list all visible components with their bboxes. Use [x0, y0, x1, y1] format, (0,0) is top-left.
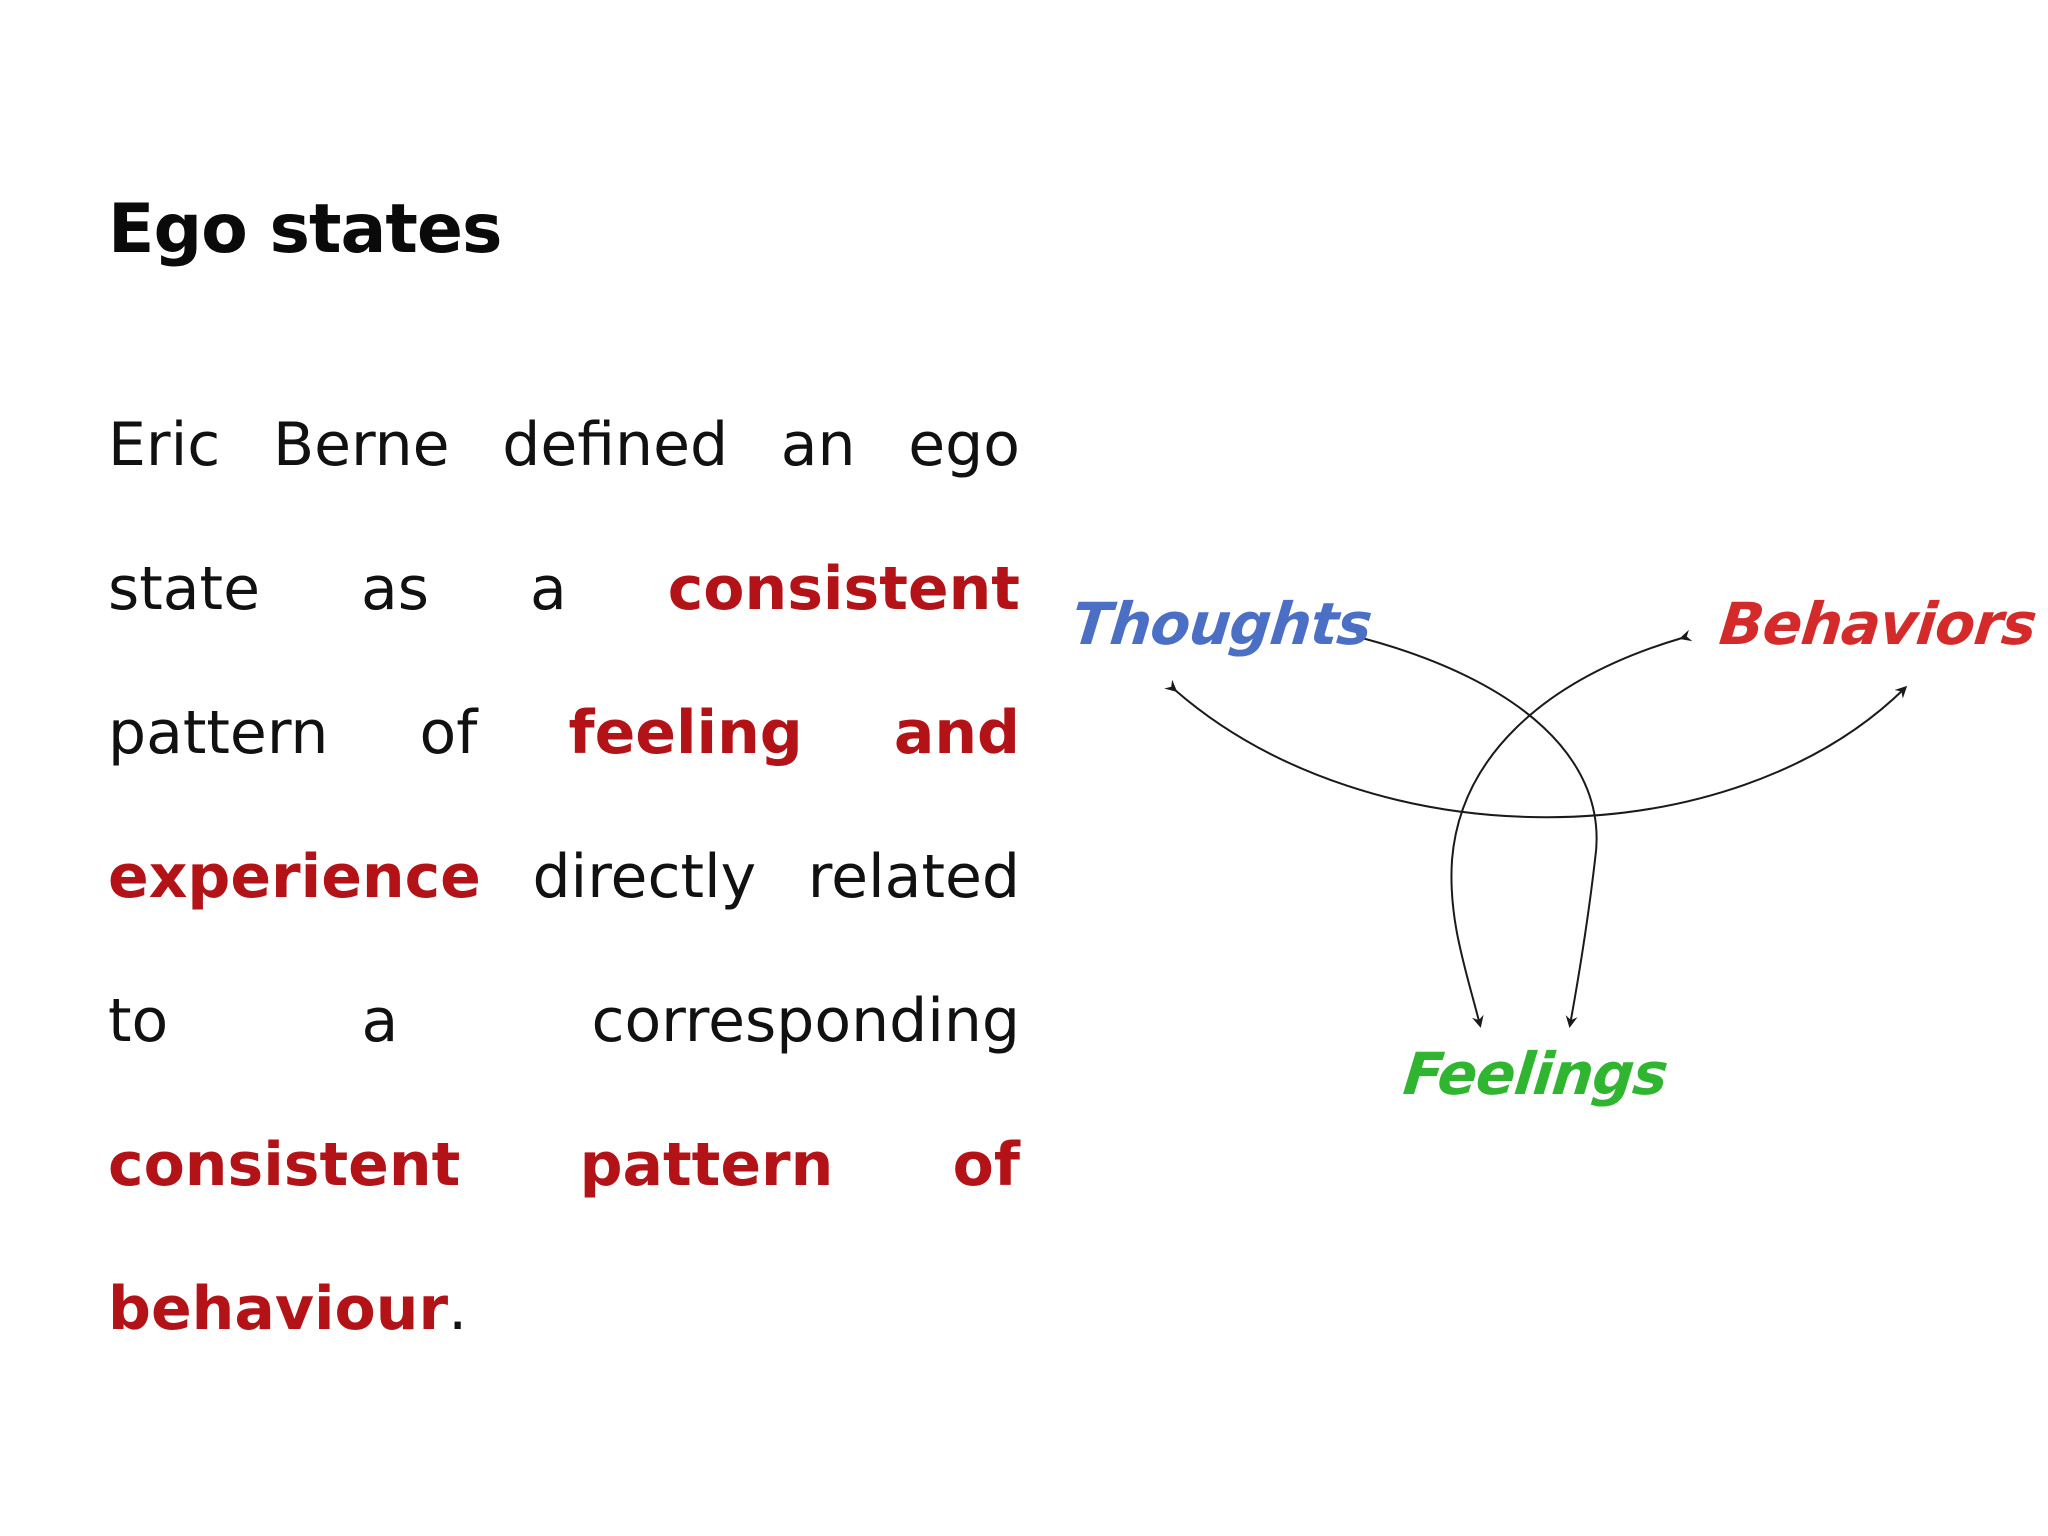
feelings-label: Feelings [1400, 1040, 1671, 1108]
highlighted-word: experience [108, 842, 481, 912]
body-word: defined [502, 410, 729, 480]
body-word: a [529, 554, 567, 624]
highlighted-word: consistent [667, 554, 1020, 624]
body-word: state [108, 554, 260, 624]
body-word: as [360, 554, 429, 624]
body-word: Berne [272, 410, 450, 480]
body-line: state as a consistent [108, 554, 1020, 654]
body-line: experience directly related [108, 842, 1020, 942]
body-line: consistent pattern of [108, 1130, 1020, 1230]
diagram-arrows [1164, 629, 1908, 1028]
body-line: to a corresponding [108, 986, 1020, 1086]
highlighted-word: of [952, 1130, 1020, 1200]
body-word: an [780, 410, 856, 480]
body-word: a [361, 986, 399, 1056]
highlighted-word: behaviour [108, 1274, 449, 1344]
body-word: corresponding [591, 986, 1020, 1056]
highlighted-word: and [893, 698, 1020, 768]
highlighted-word: pattern [579, 1130, 834, 1200]
thoughts-feelings-behaviors-diagram: Thoughts Behaviors Feelings [1050, 560, 2039, 1160]
slide-title: Ego states [108, 190, 502, 269]
arrow-behaviors-feelings [1450, 629, 1693, 1028]
behaviors-label: Behaviors [1716, 590, 2040, 658]
body-line: behaviour. [108, 1274, 1020, 1374]
body-word: . [448, 1274, 468, 1344]
highlighted-word: feeling [568, 698, 803, 768]
body-word: directly [532, 842, 757, 912]
body-word: to [108, 986, 169, 1056]
body-word: Eric [108, 410, 221, 480]
body-word: related [807, 842, 1020, 912]
body-line: pattern of feeling and [108, 698, 1020, 798]
body-word: pattern [108, 698, 329, 768]
arrow-thoughts-feelings [1351, 629, 1598, 1028]
body-word: ego [908, 410, 1020, 480]
highlighted-word: consistent [108, 1130, 461, 1200]
body-word: of [419, 698, 478, 768]
thoughts-label: Thoughts [1068, 590, 1375, 658]
